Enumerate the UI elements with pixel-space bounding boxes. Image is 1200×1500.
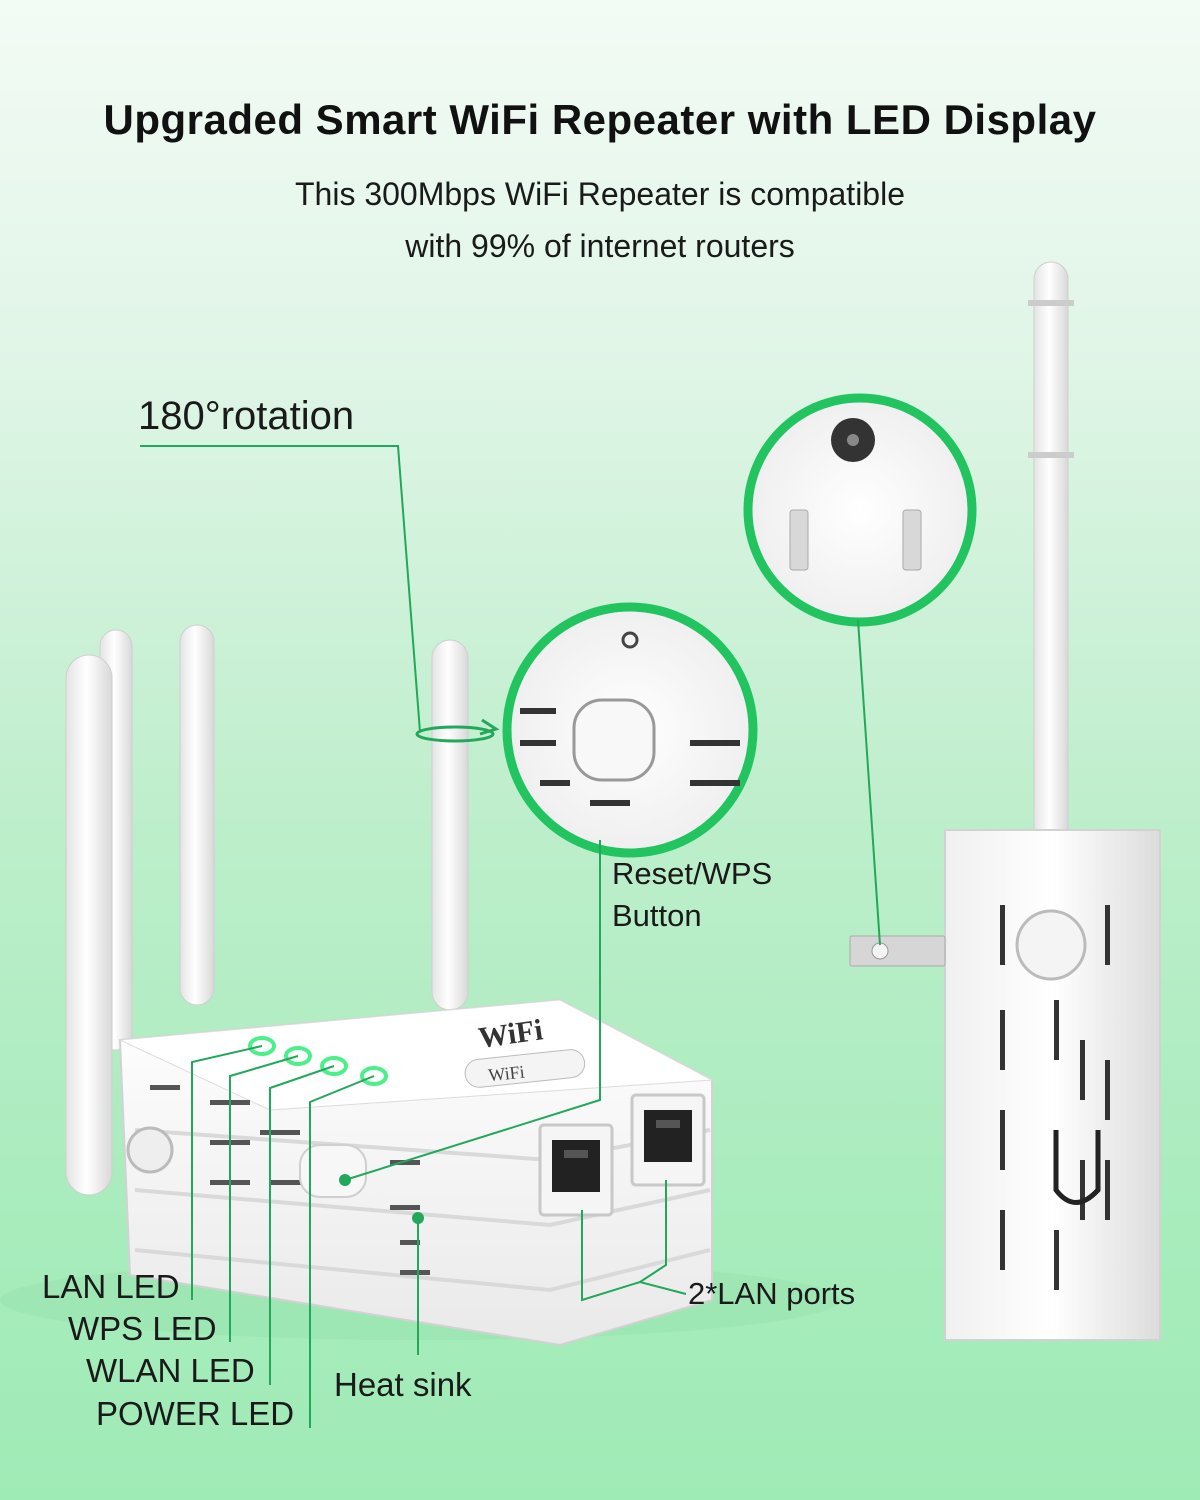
- rotation-arrow-icon: [415, 718, 500, 743]
- zoom-circle-plug: [743, 393, 977, 627]
- lan-ports-callout: 2*LAN ports: [688, 1276, 856, 1311]
- repeater-device-side-view: [849, 261, 1161, 1341]
- reset-wps-button: [299, 1144, 367, 1198]
- led-indicators: [248, 1036, 388, 1086]
- wps-led-callout: WPS LED: [68, 1310, 217, 1347]
- antenna-icon: [179, 624, 215, 1006]
- lan-led-callout: LAN LED: [42, 1268, 180, 1305]
- ethernet-port-icon: [630, 1093, 706, 1187]
- antenna-icon: [431, 639, 469, 1011]
- leader-lines: [140, 445, 881, 1428]
- reset-wps-callout-line1: Reset/WPS: [612, 856, 773, 891]
- antenna-icon: [65, 654, 113, 1196]
- reset-wps-callout-line2: Button: [612, 898, 702, 933]
- wlan-led-callout: WLAN LED: [86, 1352, 255, 1389]
- power-led-callout: POWER LED: [96, 1395, 295, 1432]
- power-plug-icon: [849, 935, 946, 967]
- wifi-badge: WiFi: [487, 1062, 525, 1086]
- subtitle-line-2: with 99% of internet routers: [405, 228, 795, 264]
- subtitle-line-1: This 300Mbps WiFi Repeater is compatible: [294, 176, 905, 212]
- heat-sink-callout: Heat sink: [334, 1366, 472, 1403]
- zoom-circle-button: [502, 602, 758, 858]
- ethernet-port-icon: [538, 1123, 614, 1217]
- repeater-device-left: WiFi WiFi: [65, 624, 714, 1347]
- page-title: Upgraded Smart WiFi Repeater with LED Di…: [103, 96, 1097, 143]
- rotation-callout: 180°rotation: [138, 394, 355, 438]
